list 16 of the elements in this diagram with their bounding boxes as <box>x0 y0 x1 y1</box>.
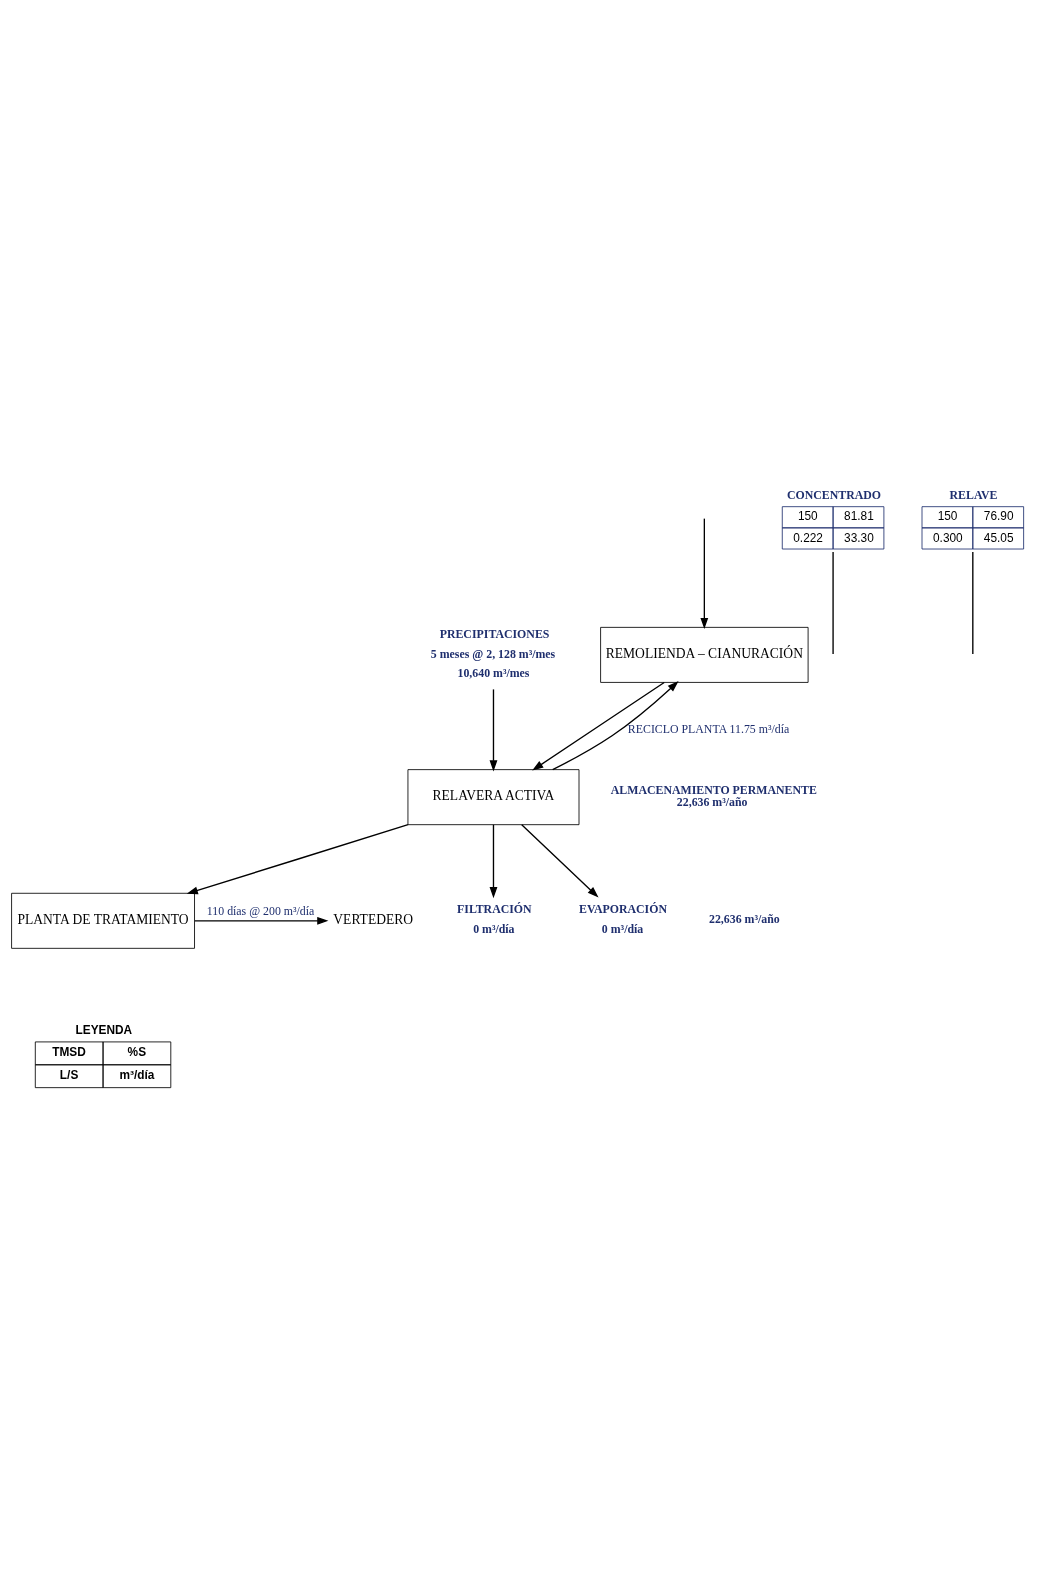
label: ALMACENAMIENTO PERMANENTE <box>610 782 817 797</box>
node-label: CONCENTRADO <box>786 487 882 502</box>
node-label: RELAVE <box>949 487 998 502</box>
label: TMSD <box>52 1044 86 1059</box>
label: 22,636 m³/año <box>709 911 780 926</box>
label: L/S <box>59 1067 79 1081</box>
label: LEYENDA <box>75 1022 133 1037</box>
edge-label: 110 días @ 200 m³/día <box>206 903 315 918</box>
node-text: VERTEDERO <box>333 911 414 927</box>
node-text: EVAPORACIÓN 0 m³/día <box>579 901 667 936</box>
node-text: FILTRACIÓN 0 m³/día <box>457 901 532 936</box>
label: 22,636 m³/año <box>676 794 748 809</box>
edge-label: RECICLO PLANTA 11.75 m³/día <box>627 721 790 736</box>
node-text: PRECIPITACIONES 5 meses @ 2, 128 m³/mes 10,640 m³/mes <box>430 626 556 680</box>
label: %S <box>127 1044 147 1059</box>
label: m³/día <box>119 1067 155 1081</box>
